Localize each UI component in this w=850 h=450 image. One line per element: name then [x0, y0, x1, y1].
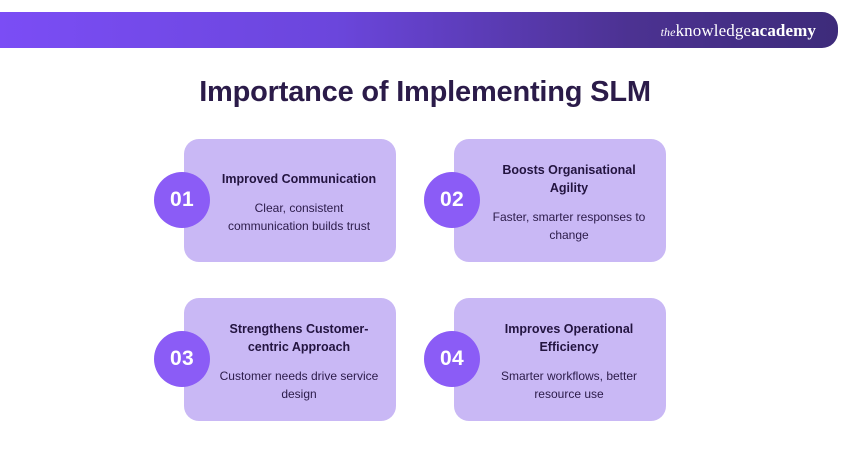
logo-the-text: the: [660, 24, 676, 39]
benefit-card-number-badge: 01: [154, 172, 210, 228]
benefit-card-02: Boosts Organisational Agility Faster, sm…: [424, 139, 666, 262]
page-title: Importance of Implementing SLM: [199, 76, 651, 108]
benefit-card-description: Clear, consistent communication builds t…: [227, 201, 371, 233]
benefit-card-title: Boosts Organisational Agility: [502, 162, 636, 196]
benefit-card-number-badge: 04: [424, 331, 480, 387]
benefit-card-body: Improves Operational Efficiency Smarter …: [454, 298, 666, 421]
header-bar: theknowledgeacademy: [0, 12, 838, 48]
benefit-card-body: Strengthens Customer-centric Approach Cu…: [184, 298, 396, 421]
benefits-row-bottom: Strengthens Customer-centric Approach Cu…: [0, 298, 850, 421]
benefit-card-description: Faster, smarter responses to change: [492, 210, 646, 242]
benefit-card-01: Improved Communication Clear, consistent…: [154, 139, 396, 262]
benefit-card-body: Boosts Organisational Agility Faster, sm…: [454, 139, 666, 262]
benefit-card-number-badge: 03: [154, 331, 210, 387]
benefit-card-title: Improved Communication: [221, 172, 377, 187]
benefit-card-title: Strengthens Customer-centric Approach: [229, 321, 369, 355]
benefit-card-03: Strengthens Customer-centric Approach Cu…: [154, 298, 396, 421]
benefit-card-description: Smarter workflows, better resource use: [500, 369, 638, 401]
benefit-card-number-badge: 02: [424, 172, 480, 228]
brand-logo: theknowledgeacademy: [661, 22, 816, 39]
benefits-row-top: Improved Communication Clear, consistent…: [0, 139, 850, 262]
benefits-grid: Improved Communication Clear, consistent…: [0, 139, 850, 421]
logo-knowledge-text: knowledge: [675, 20, 752, 40]
benefit-card-body: Improved Communication Clear, consistent…: [184, 139, 396, 262]
benefit-card-title: Improves Operational Efficiency: [504, 321, 634, 355]
logo-academy-text: academy: [751, 20, 816, 40]
benefit-card-04: Improves Operational Efficiency Smarter …: [424, 298, 666, 421]
benefit-card-description: Customer needs drive service design: [219, 369, 379, 401]
